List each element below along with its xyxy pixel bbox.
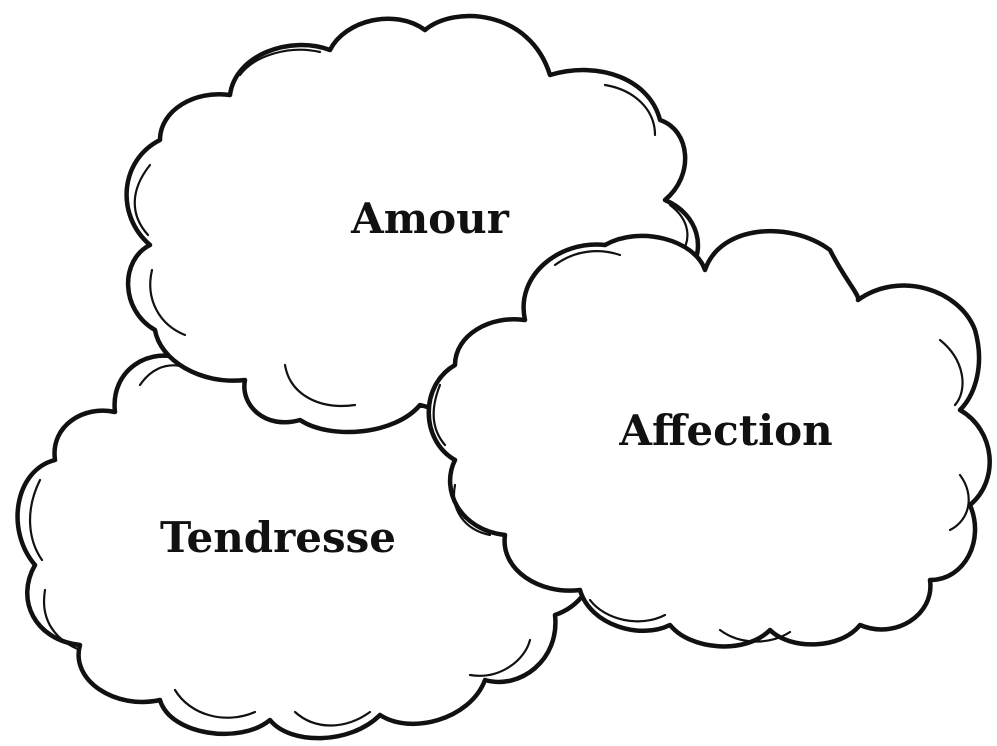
cloud-tendresse-inner-line bbox=[42, 588, 82, 652]
cloud-amour-inner-line bbox=[238, 48, 322, 77]
cloud-tendresse-inner-line bbox=[173, 688, 257, 719]
cloud-affection: Affection bbox=[426, 228, 992, 649]
cloud-tendresse-inner-line bbox=[293, 710, 372, 727]
cloud-tendresse-inner-line bbox=[468, 638, 532, 677]
cloud-affection-inner-line bbox=[553, 250, 622, 267]
cloud-amour-inner-line bbox=[283, 363, 357, 408]
cloud-affection-inner-line bbox=[938, 338, 964, 407]
cloud-tendresse-inner-line bbox=[138, 364, 182, 387]
cloud-affection-inner-line bbox=[948, 473, 970, 532]
cloud-amour-inner-line bbox=[133, 163, 152, 237]
cloud-amour-label: Amour bbox=[350, 194, 510, 243]
cloud-affection-outline bbox=[426, 228, 992, 649]
cloud-amour-inner-line bbox=[603, 83, 657, 137]
cloud-tendresse-label: Tendresse bbox=[160, 513, 396, 562]
cloud-affection-inner-line bbox=[432, 383, 447, 447]
cloud-amour-inner-line bbox=[149, 268, 187, 337]
cloud-tendresse-inner-line bbox=[29, 478, 44, 562]
cloud-affection-inner-line bbox=[718, 628, 792, 643]
cloud-affection-inner-line bbox=[588, 598, 667, 623]
cloud-affection-inner-line bbox=[452, 483, 492, 537]
cloud-affection-label: Affection bbox=[618, 406, 832, 455]
